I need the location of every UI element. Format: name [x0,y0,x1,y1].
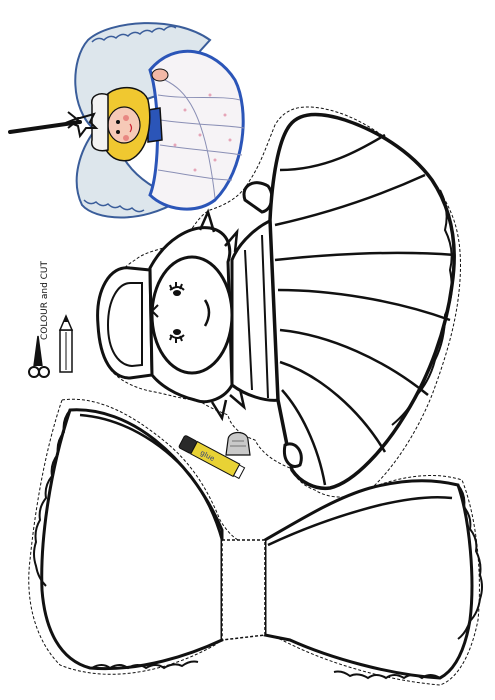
outline-skirt-pleats [274,133,456,486]
outline-wing-left [40,408,224,671]
outline-angel-figure [96,106,461,498]
outline-wing-fold [221,539,266,641]
colored-angel-example [8,22,245,219]
outline-wings [28,398,483,686]
wand-icon [8,120,82,134]
example-skirt-pleats [157,79,245,199]
outline-eyes [169,282,185,343]
outline-mouth [203,299,211,327]
outline-skirt-hem [391,189,453,426]
thimble-icon [225,431,251,456]
pencil-icon [58,314,74,373]
outline-face [150,255,234,375]
outline-skirt [268,112,456,491]
example-skirt-pattern [173,93,232,172]
example-halo [91,93,109,152]
instruction-text: COLOUR and CUT [40,260,50,340]
cut-line-wings [28,398,480,686]
glue-stick-icon: glue [178,435,246,480]
example-skirt [148,49,245,211]
outline-wing-right [263,479,474,680]
scissors-icon [28,335,50,378]
example-arm [151,68,169,82]
example-wing-scallops [83,25,177,213]
cut-line-body [98,106,461,498]
